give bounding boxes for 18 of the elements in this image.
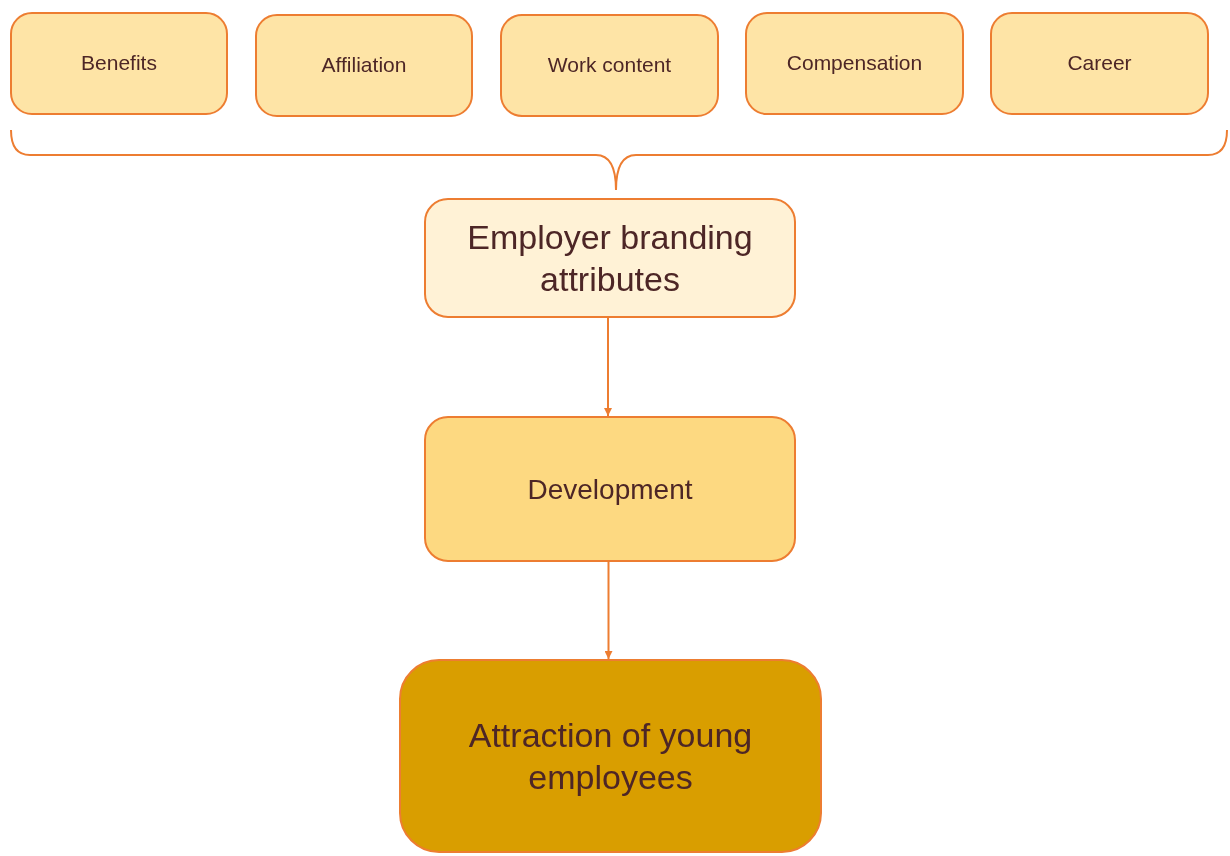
rounded-box bbox=[745, 12, 964, 115]
box-label: Work content bbox=[547, 52, 672, 79]
box-label: Employer branding attributes bbox=[466, 216, 754, 300]
rounded-box bbox=[500, 14, 719, 117]
rounded-box bbox=[990, 12, 1209, 115]
rounded-box bbox=[424, 416, 796, 562]
rounded-box bbox=[399, 659, 822, 853]
box-label: Career bbox=[1067, 50, 1132, 77]
box-label: Benefits bbox=[81, 50, 157, 77]
arrow bbox=[604, 317, 612, 417]
box-label: Affiliation bbox=[321, 52, 407, 79]
rounded-box bbox=[10, 12, 228, 115]
box-label: Development bbox=[527, 472, 693, 507]
box-label: Compensation bbox=[786, 50, 923, 77]
box-label: Attraction of young employees bbox=[467, 714, 754, 798]
arrow bbox=[604, 561, 613, 660]
rounded-box bbox=[255, 14, 473, 117]
rounded-box bbox=[424, 198, 796, 318]
